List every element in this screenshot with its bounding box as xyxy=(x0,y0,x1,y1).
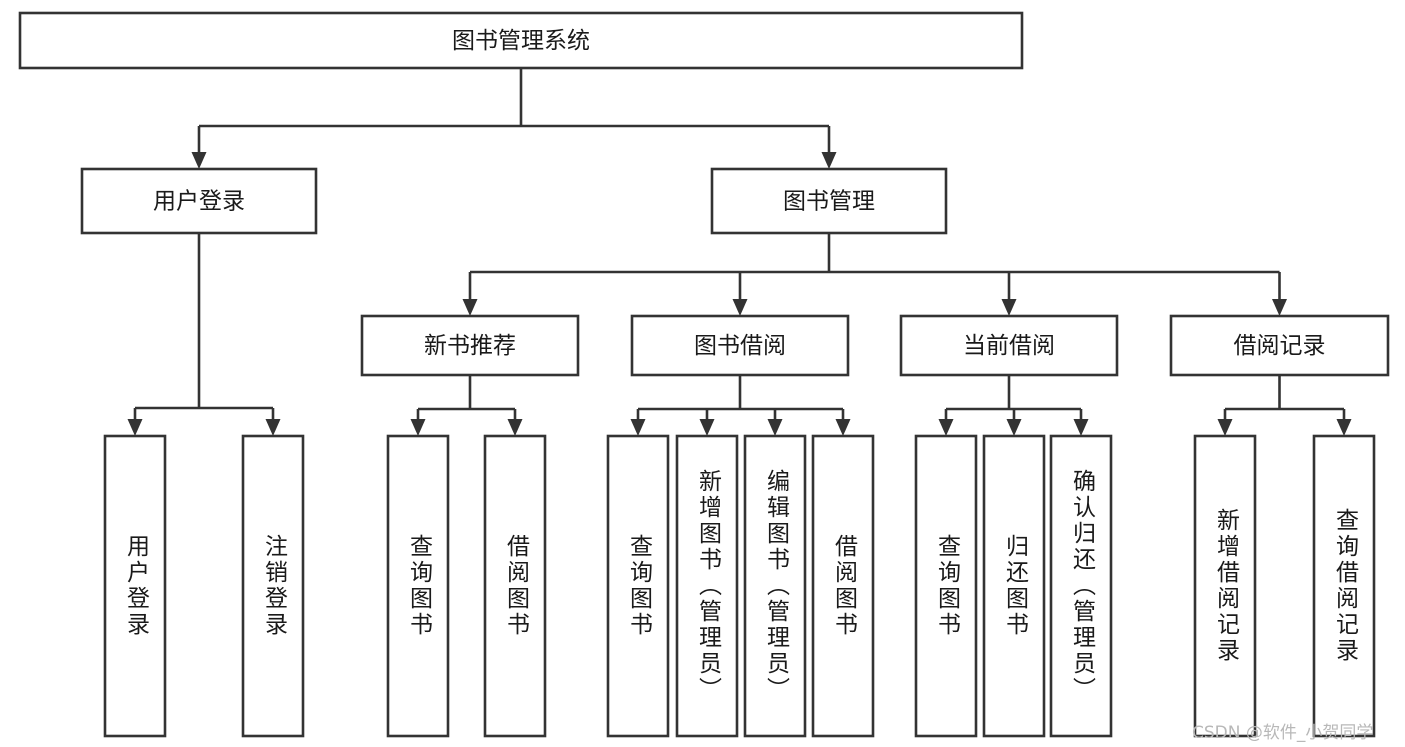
arrow-head-icon xyxy=(265,419,281,436)
arrow-head-icon xyxy=(507,419,523,436)
node-box-borrow-lend-book[interactable] xyxy=(811,434,875,738)
arrow-head-icon xyxy=(1272,299,1287,316)
node-box-record-add[interactable] xyxy=(1193,434,1257,738)
node-box-record-query[interactable] xyxy=(1312,434,1376,738)
node-box-user-login[interactable] xyxy=(80,167,318,235)
node-box-current-query-book[interactable] xyxy=(914,434,978,738)
arrow-head-icon xyxy=(1073,419,1089,436)
node-box-new-book-recommend[interactable] xyxy=(360,314,580,377)
arrow-head-icon xyxy=(630,419,646,436)
node-box-current-return-book[interactable] xyxy=(982,434,1046,738)
node-box-recommend-borrow-book[interactable] xyxy=(483,434,547,738)
node-box-recommend-query-book[interactable] xyxy=(386,434,450,738)
node-box-book-management[interactable] xyxy=(710,167,948,235)
arrow-head-icon xyxy=(1001,299,1017,316)
arrow-head-icon xyxy=(767,419,783,436)
arrow-head-icon xyxy=(1006,419,1022,436)
arrow-head-icon xyxy=(410,419,426,436)
node-box-current-confirm-return[interactable] xyxy=(1049,434,1113,738)
node-label-book-borrow: 图书借阅 xyxy=(694,333,786,359)
node-box-book-borrow[interactable] xyxy=(630,314,850,377)
arrow-head-icon xyxy=(1217,419,1233,436)
node-box-root[interactable] xyxy=(18,11,1024,70)
arrow-head-icon xyxy=(1336,419,1352,436)
node-box-current-borrow[interactable] xyxy=(899,314,1119,377)
arrow-head-icon xyxy=(821,152,837,169)
node-label-new-book-recommend: 新书推荐 xyxy=(424,333,516,359)
arrow-head-icon xyxy=(699,419,715,436)
arrow-head-icon xyxy=(462,299,478,316)
arrow-head-icon xyxy=(127,419,143,436)
node-box-borrow-add-book[interactable] xyxy=(675,434,739,738)
node-box-borrow-record[interactable] xyxy=(1169,314,1390,377)
node-label-borrow-record: 借阅记录 xyxy=(1234,333,1326,359)
node-label-current-borrow: 当前借阅 xyxy=(963,333,1055,359)
node-box-borrow-query-book[interactable] xyxy=(606,434,670,738)
arrow-head-icon xyxy=(938,419,954,436)
node-box-user-logout[interactable] xyxy=(241,434,305,738)
arrow-head-icon xyxy=(191,152,207,169)
node-label-book-management: 图书管理 xyxy=(783,189,875,215)
connectors-layer xyxy=(127,68,1352,436)
node-label-root: 图书管理系统 xyxy=(452,28,590,54)
node-box-borrow-edit-book[interactable] xyxy=(743,434,807,738)
node-box-user-login-do[interactable] xyxy=(103,434,167,738)
arrow-head-icon xyxy=(732,299,748,316)
node-label-user-login: 用户登录 xyxy=(153,189,245,215)
arrow-head-icon xyxy=(835,419,851,436)
